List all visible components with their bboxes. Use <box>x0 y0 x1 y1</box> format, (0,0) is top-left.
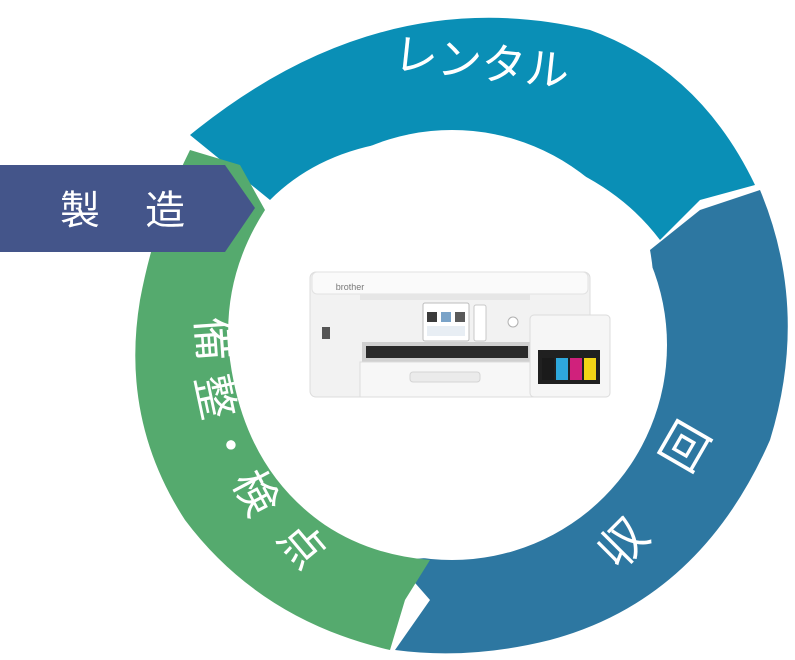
manufacture-tag <box>0 165 255 252</box>
return-segment <box>395 190 788 654</box>
rental-segment <box>190 17 755 241</box>
svg-text:造: 造 <box>145 188 185 234</box>
svg-text:整: 整 <box>185 370 244 424</box>
ink-tank-cyan <box>556 358 568 380</box>
printer-image: brother <box>309 271 611 398</box>
inspect-segment <box>135 150 430 650</box>
ink-tank-magenta <box>570 358 582 380</box>
svg-text:備: 備 <box>185 315 239 362</box>
ink-tank-yellow <box>584 358 596 380</box>
manufacture-label: 製 造 <box>60 188 185 234</box>
ink-tank-black <box>542 358 554 380</box>
svg-text:製: 製 <box>60 188 100 234</box>
printer-brand-logo: brother <box>336 282 365 292</box>
